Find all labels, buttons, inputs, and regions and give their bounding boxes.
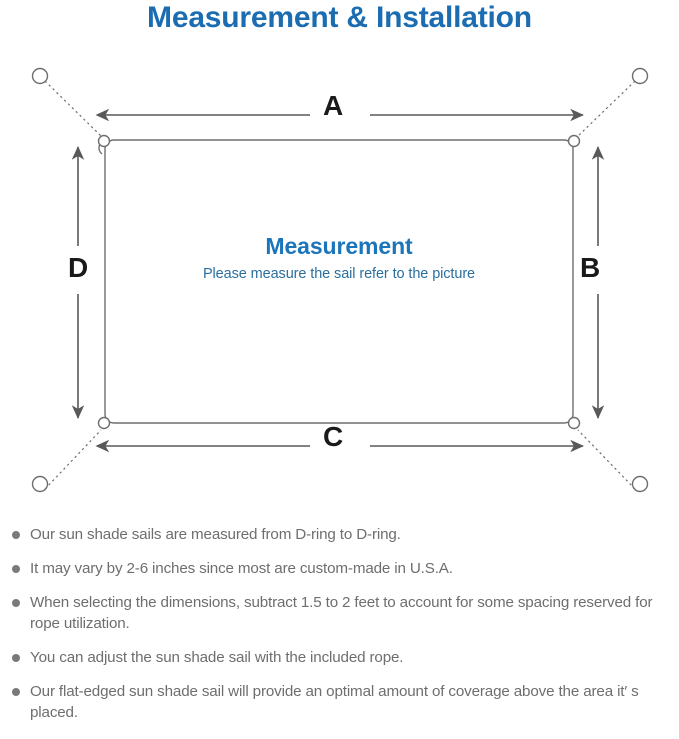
d-ring-loop-bottom-left [97, 416, 111, 430]
anchor-ring-bottom-right [631, 475, 649, 493]
note-text: Our sun shade sails are measured from D-… [30, 526, 401, 543]
d-ring-loop-bottom-right [567, 416, 581, 430]
list-item: You can adjust the sun shade sail with t… [0, 647, 679, 668]
dimension-label-b: B [580, 252, 601, 283]
note-text: When selecting the dimensions, subtract … [30, 594, 653, 632]
bullet-icon [12, 599, 20, 607]
bullet-icon [12, 531, 20, 539]
list-item: When selecting the dimensions, subtract … [0, 592, 679, 634]
list-item: Our sun shade sails are measured from D-… [0, 524, 679, 545]
sail-body [104, 139, 574, 424]
rope-bottom-left [44, 429, 102, 490]
diagram-canvas [31, 67, 649, 493]
note-text: Our flat-edged sun shade sail will provi… [30, 683, 639, 721]
anchor-ring-top-left [31, 67, 49, 85]
bullet-icon [12, 654, 20, 662]
bullet-icon [12, 565, 20, 573]
list-item: Our flat-edged sun shade sail will provi… [0, 681, 679, 723]
d-ring-loop-top-left [97, 134, 111, 148]
dimension-label-d: D [68, 252, 89, 283]
bullet-icon [12, 688, 20, 696]
rope-bottom-right [577, 429, 636, 490]
d-rings [97, 134, 581, 430]
dimension-label-c: C [323, 421, 344, 452]
rope-lines [44, 80, 636, 490]
anchor-ring-top-right [631, 67, 649, 85]
rope-top-left [44, 80, 102, 137]
list-item: It may vary by 2-6 inches since most are… [0, 558, 679, 579]
notes-list: Our sun shade sails are measured from D-… [0, 524, 679, 736]
anchor-rings [31, 67, 649, 493]
anchor-ring-bottom-left [31, 475, 49, 493]
dimension-label-a: A [323, 90, 344, 121]
measurement-diagram: Measurement Please measure the sail refe… [0, 46, 679, 516]
d-ring-loop-top-right [567, 134, 581, 148]
note-text: It may vary by 2-6 inches since most are… [30, 560, 453, 577]
note-text: You can adjust the sun shade sail with t… [30, 649, 404, 666]
page-title: Measurement & Installation [147, 1, 532, 34]
rope-top-right [577, 80, 636, 137]
